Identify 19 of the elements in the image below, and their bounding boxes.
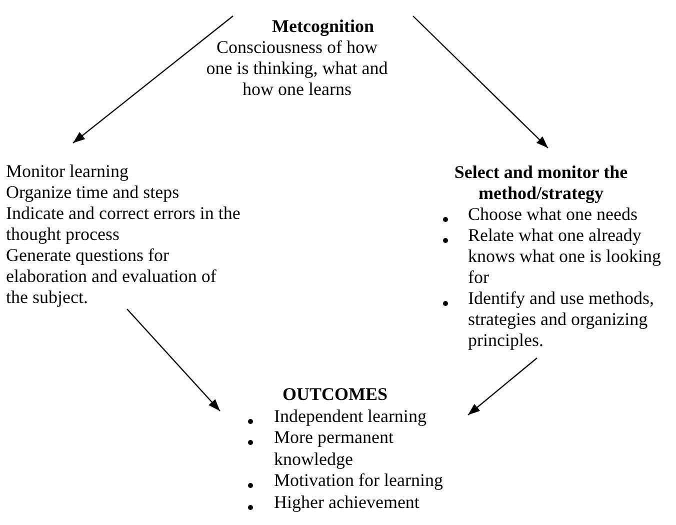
list-item-text: Higher achievement <box>274 492 420 513</box>
heading-text: Select and monitor the method/strategy <box>453 161 629 204</box>
arrow <box>72 16 234 144</box>
arrow <box>126 308 220 412</box>
list-item-text: More permanent knowledge <box>274 427 394 470</box>
list-item-text: Monitor learning <box>6 161 130 182</box>
heading-text: OUTCOMES <box>281 383 388 406</box>
heading-text: Metcognition <box>271 16 375 37</box>
arrow <box>412 16 548 148</box>
list-item-text: Generate questions for elaboration and evaluation of the subject. <box>6 245 218 308</box>
list-item-text: Identify and use methods, strategies and organizing principles. <box>468 288 655 352</box>
list-item-text: Relate what one already knows what one is looking for <box>468 225 662 288</box>
arrow <box>468 358 538 416</box>
list-item-text: Indicate and correct errors in the thought process <box>6 203 242 246</box>
list-item-text: Organize time and steps <box>6 182 180 204</box>
list-item-text: Motivation for learning <box>274 470 444 492</box>
list-item-text: Independent learning <box>274 406 428 427</box>
list-item-text: Choose what one needs <box>468 204 638 226</box>
description-text: Consciousness of how one is thinking, what and how one learns <box>206 37 388 100</box>
